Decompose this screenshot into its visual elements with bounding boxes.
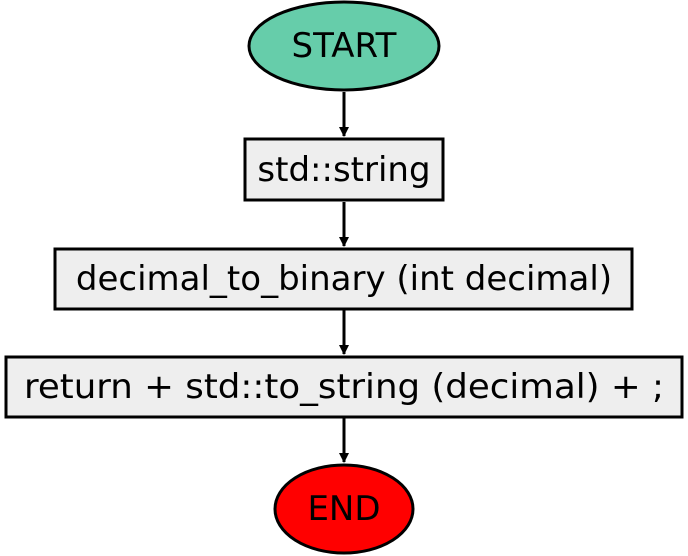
start-ellipse <box>247 0 441 92</box>
process-box-return <box>4 355 684 419</box>
end-node: END <box>273 463 415 555</box>
process-node-return: return + std::to_string (decimal) + ; <box>4 355 684 419</box>
process-label-return: return + std::to_string (decimal) + ; <box>24 367 664 407</box>
process-box-signature <box>53 247 634 311</box>
process-box-return-type <box>243 137 445 202</box>
process-label-signature: decimal_to_binary (int decimal) <box>76 259 612 299</box>
process-label-return-type: std::string <box>257 150 430 190</box>
end-label: END <box>307 489 380 529</box>
end-ellipse <box>273 463 415 555</box>
process-node-signature: decimal_to_binary (int decimal) <box>53 247 634 311</box>
start-label: START <box>292 26 397 66</box>
process-node-return-type: std::string <box>243 137 445 202</box>
start-node: START <box>247 0 441 92</box>
